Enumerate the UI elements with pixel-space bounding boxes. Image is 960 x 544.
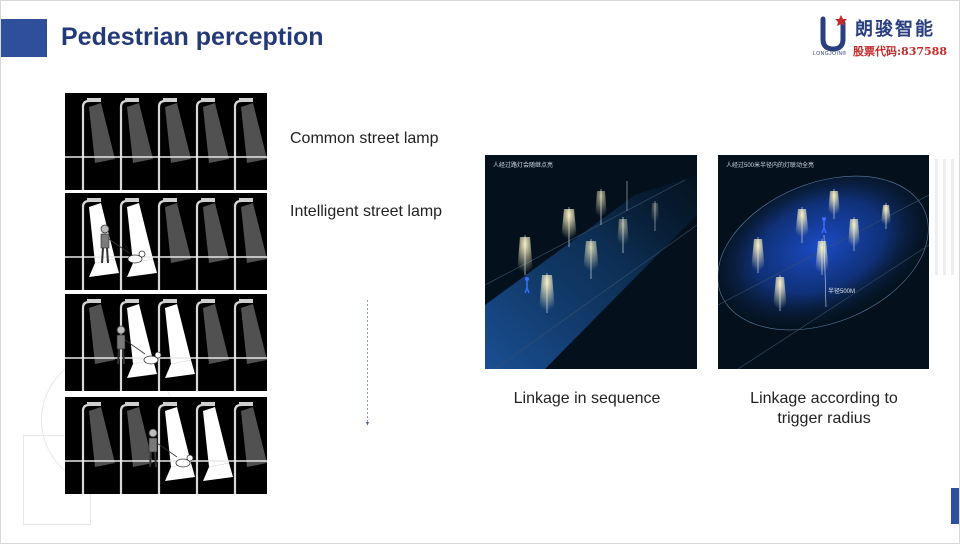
lamp-head <box>239 198 253 202</box>
lamp-beam-lit <box>165 407 191 467</box>
lamp-beam-lit <box>127 304 153 364</box>
lamp-head <box>87 299 101 303</box>
demo-sequence-graphic <box>485 175 697 369</box>
lamp-head <box>239 98 253 102</box>
lamp-ground-light <box>89 259 119 277</box>
lamp-ground-light <box>203 463 233 481</box>
lamp-beam-dim <box>89 407 115 467</box>
lamp-head <box>87 402 101 406</box>
lamp-head <box>163 198 177 202</box>
lamp-panel-pedestrian-middle <box>65 294 267 391</box>
label-common-street-lamp: Common street lamp <box>290 130 439 147</box>
lamp-head <box>201 402 215 406</box>
company-logo: 朗骏智能 股票代码:837588 LONGJOIN® <box>813 13 953 63</box>
caption-linkage-radius: Linkage according to trigger radius <box>750 390 898 427</box>
lamp-head <box>163 98 177 102</box>
lamp-beam-dim <box>127 407 153 467</box>
lamp-beam-lit <box>127 203 153 263</box>
lamp-beam-dim <box>127 103 153 163</box>
pedestrian-icon <box>524 277 530 294</box>
lamp-panel-pedestrian-left <box>65 193 267 290</box>
lamp-beam-dim <box>203 203 229 263</box>
demo-sequence-overlay-text: 人经过路灯会随继点亮 <box>493 163 554 169</box>
logo-sub-text: LONGJOIN® <box>813 51 847 57</box>
longjoin-logo-icon <box>820 15 847 52</box>
lamp-head <box>239 402 253 406</box>
walker-with-dog <box>148 428 194 468</box>
page-title: Pedestrian perception <box>61 23 324 51</box>
radius-label: 半径500M <box>828 287 855 295</box>
lamp-beam-lit <box>203 407 229 467</box>
demo-radius-lamps <box>751 189 891 311</box>
lamp-beam-dim <box>89 304 115 364</box>
lamp-ground-light <box>165 360 195 378</box>
logo-brand-name: 朗骏智能 <box>855 19 935 40</box>
lamp-beam-dim <box>165 103 191 163</box>
right-accent-bar <box>951 488 959 524</box>
lamp-ground-light <box>127 360 157 378</box>
lamp-head <box>87 98 101 102</box>
lamp-beam-dim <box>203 304 229 364</box>
lamp-ground-light <box>165 463 195 481</box>
lamp-head <box>201 98 215 102</box>
lamp-beam-dim <box>241 203 267 263</box>
lamp-head <box>163 402 177 406</box>
lamp-panel-all-dim <box>65 93 267 190</box>
lamp-beam-dim <box>89 103 115 163</box>
label-intelligent-street-lamp: Intelligent street lamp <box>290 203 443 220</box>
lamp-beam-dim <box>241 407 267 467</box>
demo-radius-overlay-text: 人经过500米半径内的灯联动全亮 <box>726 163 815 169</box>
lamp-head <box>201 299 215 303</box>
lamp-beam-lit <box>165 304 191 364</box>
caption-linkage-sequence: Linkage in sequence <box>513 390 661 407</box>
lamp-beam-dim <box>203 103 229 163</box>
dashed-down-arrow <box>366 300 369 426</box>
lamp-beam-dim <box>165 203 191 263</box>
lamp-head <box>125 402 139 406</box>
lamp-head <box>87 198 101 202</box>
lamp-beam-dim <box>241 103 267 163</box>
logo-stock-code: 股票代码:837588 <box>853 45 947 58</box>
lamp-head <box>125 98 139 102</box>
walker-with-dog <box>100 224 146 264</box>
lamp-panel-pedestrian-right <box>65 397 267 494</box>
lamp-head <box>201 198 215 202</box>
demo-sequence-lamps <box>517 181 659 313</box>
lamp-head <box>125 299 139 303</box>
demo-radius-graphic: 半径500M <box>718 175 929 369</box>
walker-with-dog <box>116 325 162 365</box>
lamp-ground-light <box>127 259 157 277</box>
lamp-head <box>163 299 177 303</box>
lamp-beam-dim <box>241 304 267 364</box>
title-accent-bar <box>1 19 47 57</box>
lamp-head <box>239 299 253 303</box>
pedestrian-icon <box>821 217 827 234</box>
decorative-stripes <box>935 159 954 275</box>
lamp-head <box>125 198 139 202</box>
demo-linkage-sequence: 人经过路灯会随继点亮 <box>485 155 697 369</box>
demo-linkage-radius: 半径500M 人经过500米半径内的灯联动全亮 <box>718 155 929 369</box>
